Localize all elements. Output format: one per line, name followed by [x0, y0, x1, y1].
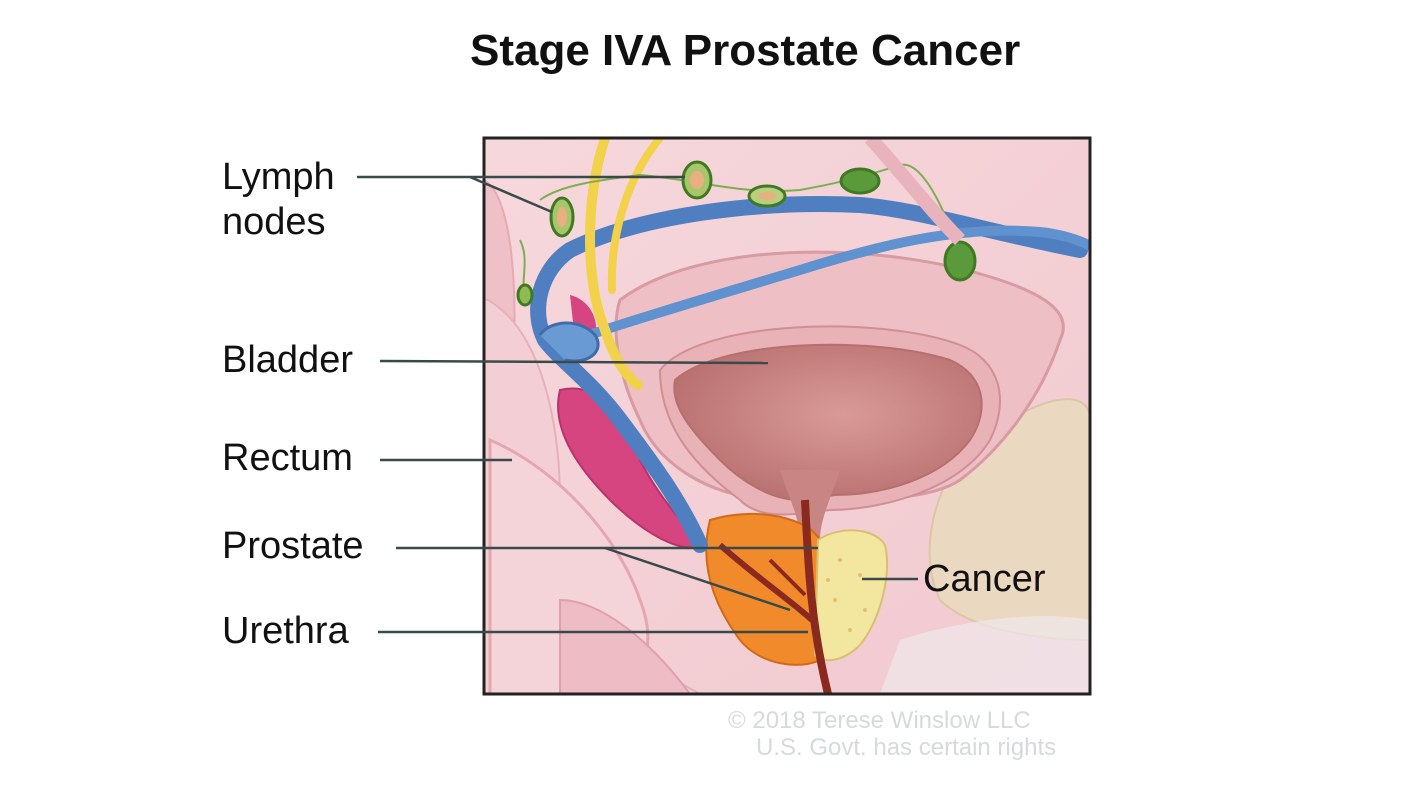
label-cancer: Cancer — [923, 558, 1046, 600]
lymph-node — [839, 167, 881, 195]
illustration-frame — [482, 136, 1092, 696]
label-prostate: Prostate — [222, 525, 364, 567]
label-lymph-nodes-line1: Lymph — [222, 156, 335, 198]
label-lymph-nodes-line2: nodes — [222, 201, 326, 243]
credit-line1: © 2018 Terese Winslow LLC — [728, 707, 1031, 734]
figure-title: Stage IVA Prostate Cancer — [470, 26, 1021, 75]
copyright-credit: © 2018 Terese Winslow LLC U.S. Govt. has… — [728, 707, 1056, 761]
label-rectum: Rectum — [222, 437, 353, 479]
lymph-node — [516, 283, 534, 307]
leader-lines — [357, 175, 918, 634]
lymph-node — [943, 240, 977, 282]
credit-line2: U.S. Govt. has certain rights — [756, 734, 1057, 761]
label-bladder: Bladder — [222, 339, 353, 381]
label-urethra: Urethra — [222, 610, 349, 652]
